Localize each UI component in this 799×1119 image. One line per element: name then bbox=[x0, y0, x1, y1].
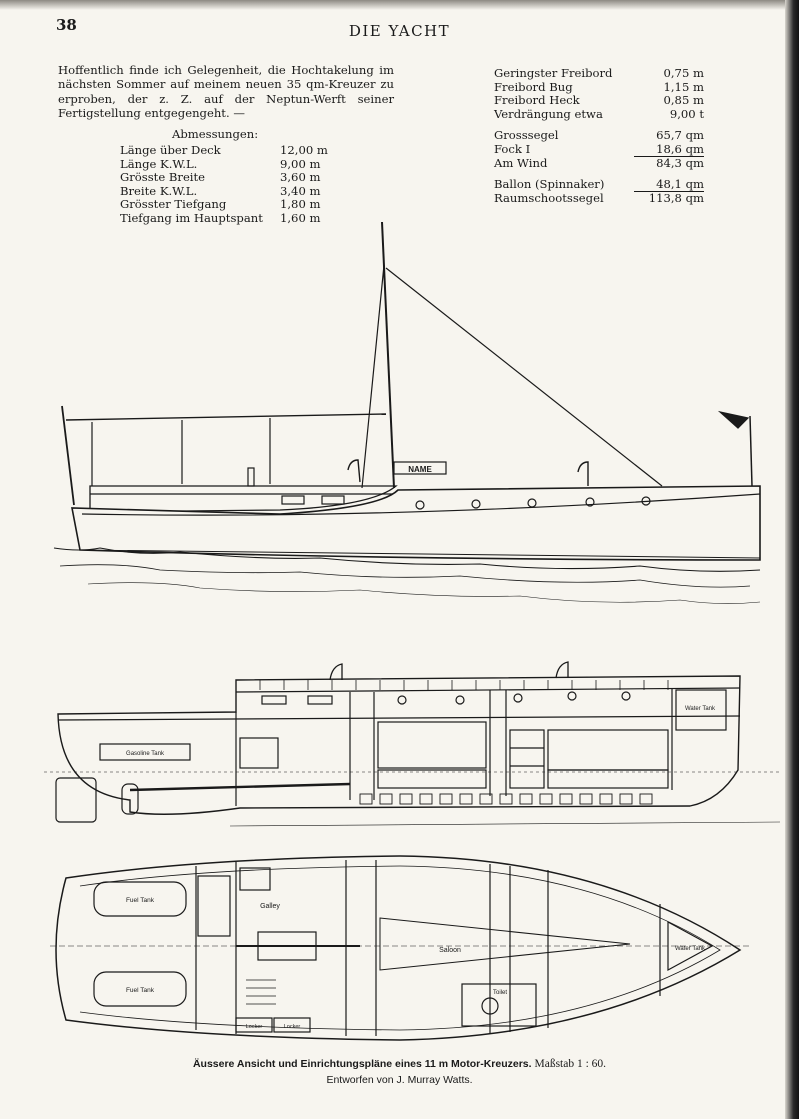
deck-plan: Fuel Tank Fuel Tank Galley Saloon Water … bbox=[50, 855, 750, 1041]
fuel-tank-top-label: Fuel Tank bbox=[126, 897, 155, 904]
water-tank-section-label: Water Tank bbox=[685, 706, 716, 712]
locker-label: Locker bbox=[246, 1024, 263, 1030]
exterior-profile: NAME bbox=[53, 221, 761, 604]
dimension-row: Länge K.W.L.9,00 m bbox=[120, 156, 321, 171]
motor-cruiser-drawings: NAME bbox=[44, 221, 781, 1041]
sail-row: Ballon (Spinnaker)48,1 qm bbox=[494, 177, 704, 192]
running-head: DIE YACHT bbox=[348, 22, 451, 40]
dimensions-title: Abmessungen: bbox=[172, 127, 259, 141]
figure-caption: Äussere Ansicht und Einrichtungspläne ei… bbox=[192, 1058, 607, 1070]
toilet-label: Toilet bbox=[493, 990, 507, 996]
galley-label: Galley bbox=[260, 903, 280, 910]
locker-label: Locker bbox=[284, 1024, 301, 1030]
gasoline-tank-label: Gasoline Tank bbox=[126, 751, 165, 757]
dimension-row: Breite K.W.L.3,40 m bbox=[120, 183, 321, 198]
nameplate-label: NAME bbox=[408, 465, 432, 474]
page-number: 38 bbox=[56, 16, 77, 34]
interior-section: Water Tank Gasoline Tank bbox=[44, 661, 781, 827]
scan-top-edge bbox=[0, 0, 799, 10]
figure-designer: Entworfen von J. Murray Watts. bbox=[326, 1074, 473, 1086]
intro-paragraph: Hoffentlich finde ich Gelegenheit, die H… bbox=[58, 63, 394, 121]
scan-right-edge bbox=[785, 0, 799, 1119]
saloon-label: Saloon bbox=[439, 947, 461, 954]
fuel-tank-bottom-label: Fuel Tank bbox=[126, 987, 155, 994]
water-tank-bow-label: Water Tank bbox=[675, 946, 706, 952]
